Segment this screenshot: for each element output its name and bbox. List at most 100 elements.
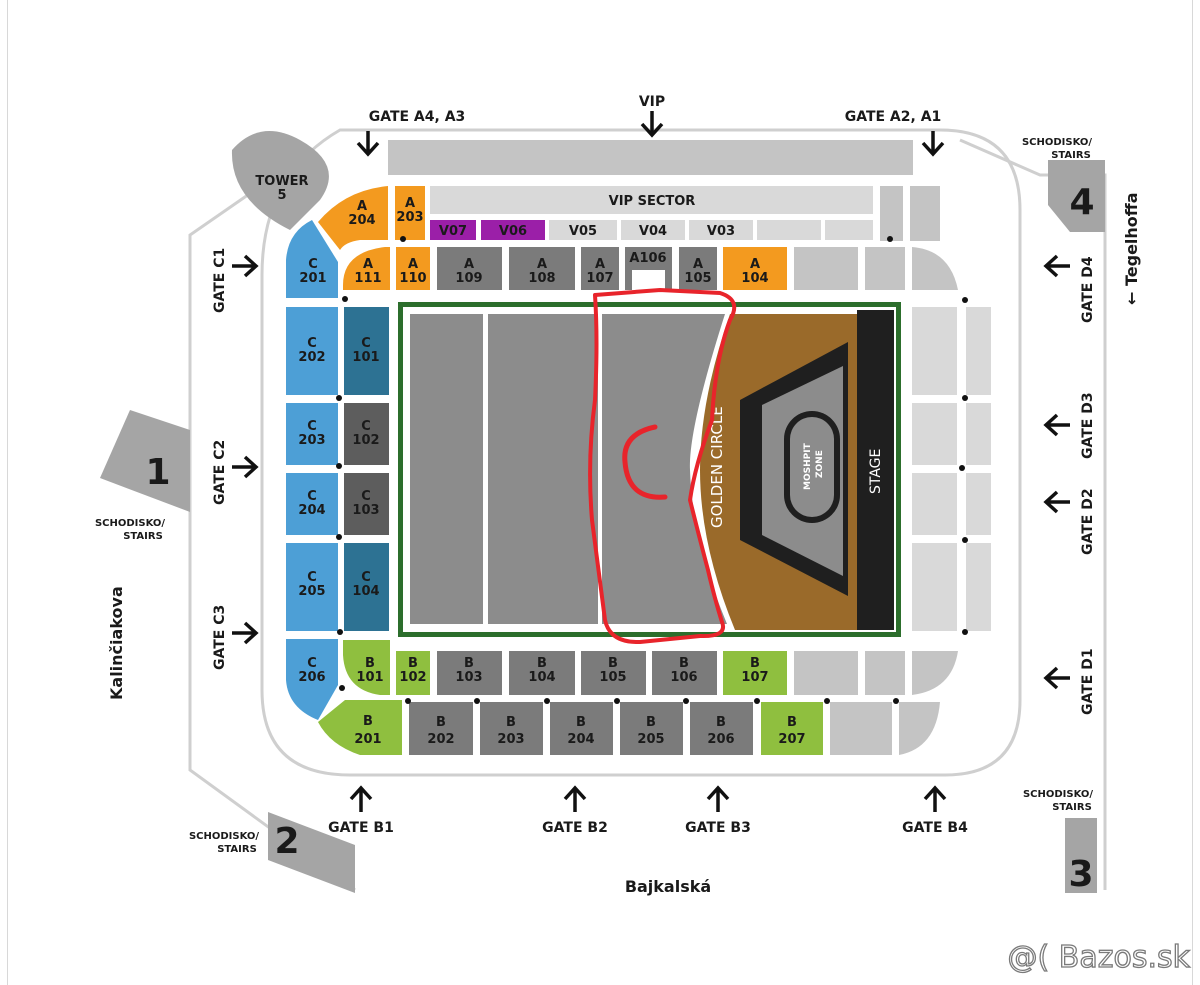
section-b110[interactable]: [912, 651, 958, 695]
section-d-inner[interactable]: [912, 473, 957, 535]
section-b104[interactable]: [509, 651, 575, 695]
section-c104-number: 104: [352, 584, 379, 599]
section-a107[interactable]: [581, 247, 619, 290]
section-a203[interactable]: [395, 186, 425, 240]
section-b107-letter: B: [750, 656, 760, 671]
section-b206-letter: B: [716, 715, 726, 730]
section-a107-number: 107: [586, 271, 613, 286]
section-a110[interactable]: [396, 247, 430, 290]
hand-drawn-marker-outline: [588, 288, 737, 645]
section-a102[interactable]: [865, 247, 905, 290]
section-a109[interactable]: [437, 247, 502, 290]
stairs-1-label-2: STAIRS: [123, 531, 163, 542]
section-c201-number: 201: [299, 271, 326, 286]
section-c102[interactable]: [344, 403, 389, 465]
section-b202[interactable]: [409, 702, 473, 755]
section-c205[interactable]: [286, 543, 338, 631]
section-v01[interactable]: [825, 220, 873, 240]
section-a104[interactable]: [723, 247, 787, 290]
section-c203[interactable]: [286, 403, 338, 465]
watermark: @( Bazos.sk: [1008, 940, 1191, 975]
arrow-up-icon: [563, 785, 587, 812]
section-b207[interactable]: [761, 702, 823, 755]
section-d-inner[interactable]: [912, 307, 957, 395]
section-a111-letter: A: [363, 257, 373, 272]
section-b208[interactable]: [830, 702, 892, 755]
section-a108-letter: A: [537, 257, 547, 272]
section-b102-number: 102: [399, 670, 426, 685]
section-b209[interactable]: [899, 702, 940, 755]
gate-a2-a1-label: GATE A2, A1: [845, 109, 942, 125]
section-a103[interactable]: [794, 247, 858, 290]
section-a105-number: 105: [684, 271, 711, 286]
section-a104-number: 104: [741, 271, 768, 286]
section-c103[interactable]: [344, 473, 389, 535]
section-b201[interactable]: [318, 700, 402, 755]
standing-zone-2[interactable]: [488, 314, 598, 624]
vip-sector: [430, 186, 873, 214]
section-c204[interactable]: [286, 473, 338, 535]
section-b106[interactable]: [652, 651, 717, 695]
moshpit-zone-inner: [790, 417, 834, 517]
section-d-outer[interactable]: [966, 543, 991, 631]
concourse-ring: [260, 128, 1022, 777]
arrow-down-icon: [921, 131, 945, 157]
section-b204-letter: B: [576, 715, 586, 730]
section-b203[interactable]: [480, 702, 543, 755]
section-b103[interactable]: [437, 651, 502, 695]
section-v05-label: V05: [569, 224, 597, 239]
section-v07[interactable]: [430, 220, 476, 240]
standing-zone-1[interactable]: [410, 314, 483, 624]
section-v06[interactable]: [481, 220, 545, 240]
section-v04[interactable]: [621, 220, 685, 240]
stairs-1-label: SCHODISKO/: [95, 518, 165, 529]
stairs-4-label: SCHODISKO/: [1022, 137, 1092, 148]
section-b205[interactable]: [620, 702, 683, 755]
section-b108[interactable]: [794, 651, 858, 695]
section-b206[interactable]: [690, 702, 753, 755]
arrow-up-icon: [923, 785, 947, 812]
section-v05[interactable]: [549, 220, 617, 240]
section-d-outer[interactable]: [966, 473, 991, 535]
section-b107[interactable]: [723, 651, 787, 695]
stairs-2-block: [268, 812, 355, 893]
section-d-inner[interactable]: [912, 543, 957, 631]
section-b101[interactable]: [343, 640, 390, 695]
section-b201-number: 201: [354, 732, 381, 747]
section-a203-letter: A: [405, 196, 415, 211]
section-c204-letter: C: [307, 489, 317, 504]
section-c103-number: 103: [352, 503, 379, 518]
arrow-up-icon: [349, 785, 373, 812]
standing-zone-3[interactable]: [602, 314, 727, 624]
section-b202-number: 202: [427, 732, 454, 747]
section-d-outer[interactable]: [966, 403, 991, 465]
section-c201[interactable]: [286, 220, 338, 298]
section-b102-letter: B: [408, 656, 418, 671]
section-b105[interactable]: [581, 651, 646, 695]
tower-label: TOWER: [255, 174, 308, 189]
section-b205-letter: B: [646, 715, 656, 730]
hand-drawn-marker-c: [622, 424, 668, 500]
section-b109[interactable]: [865, 651, 905, 695]
section-b204[interactable]: [550, 702, 613, 755]
gate-b1-label: GATE B1: [328, 820, 394, 836]
section-v03[interactable]: [689, 220, 753, 240]
section-d-inner[interactable]: [912, 403, 957, 465]
section-d-outer[interactable]: [966, 307, 991, 395]
section-c101[interactable]: [344, 307, 389, 395]
stairs-3-block: [1065, 818, 1097, 893]
section-a111[interactable]: [343, 247, 390, 290]
section-c104[interactable]: [344, 543, 389, 631]
section-a106[interactable]: [625, 247, 672, 290]
section-a101[interactable]: [912, 247, 958, 290]
section-b206-number: 206: [707, 732, 734, 747]
section-c202[interactable]: [286, 307, 338, 395]
section-a105[interactable]: [679, 247, 717, 290]
section-c205-number: 205: [298, 584, 325, 599]
section-a108[interactable]: [509, 247, 575, 290]
section-v02[interactable]: [757, 220, 821, 240]
section-a204-letter: A: [357, 199, 367, 214]
section-a204[interactable]: [318, 186, 388, 250]
section-c206[interactable]: [286, 639, 338, 720]
section-b102[interactable]: [396, 651, 430, 695]
